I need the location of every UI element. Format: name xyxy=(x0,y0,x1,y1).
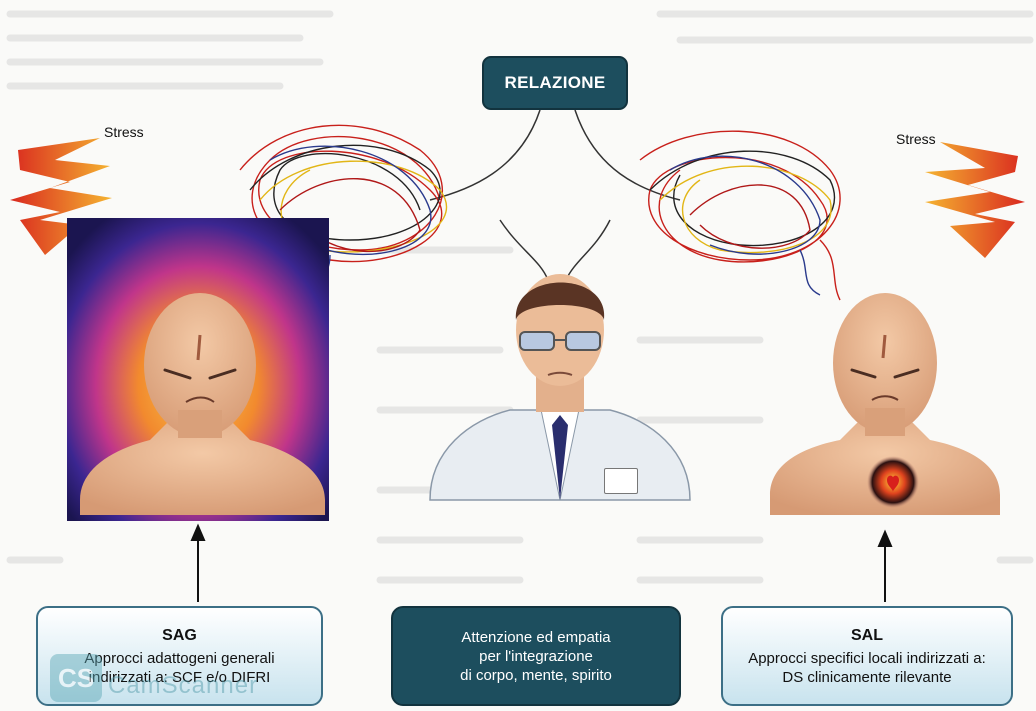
attention-box: Attenzione ed empatia per l'integrazione… xyxy=(391,606,681,706)
stress-label-left: Stress xyxy=(104,124,144,140)
attention-line-3: di corpo, mente, spirito xyxy=(460,666,612,685)
sal-box: SAL Approcci specifici locali indirizzat… xyxy=(721,606,1013,706)
stress-lightning-icon xyxy=(925,142,1025,258)
stress-label-right: Stress xyxy=(896,131,936,147)
name-badge xyxy=(604,468,638,494)
arrow-up-icon xyxy=(192,526,204,602)
camscanner-watermark: CS CamScanner xyxy=(50,652,258,702)
camscanner-logo: CS xyxy=(50,654,102,702)
camscanner-name: CamScanner xyxy=(108,672,258,702)
arrow-up-icon xyxy=(879,532,891,602)
tangled-lines-icon xyxy=(640,131,840,300)
doctor-figure xyxy=(430,274,690,500)
relation-connector-lines xyxy=(430,110,680,280)
attention-line-1: Attenzione ed empatia xyxy=(461,628,610,647)
sag-title: SAG xyxy=(162,626,197,645)
sal-line-1: Approcci specifici locali indirizzati a: xyxy=(748,649,986,668)
sal-title: SAL xyxy=(851,626,883,645)
stressed-person-right xyxy=(770,293,1000,515)
attention-line-2: per l'integrazione xyxy=(479,647,593,666)
relazione-box: RELAZIONE xyxy=(482,56,628,110)
sal-line-2: DS clinicamente rilevante xyxy=(782,668,951,687)
